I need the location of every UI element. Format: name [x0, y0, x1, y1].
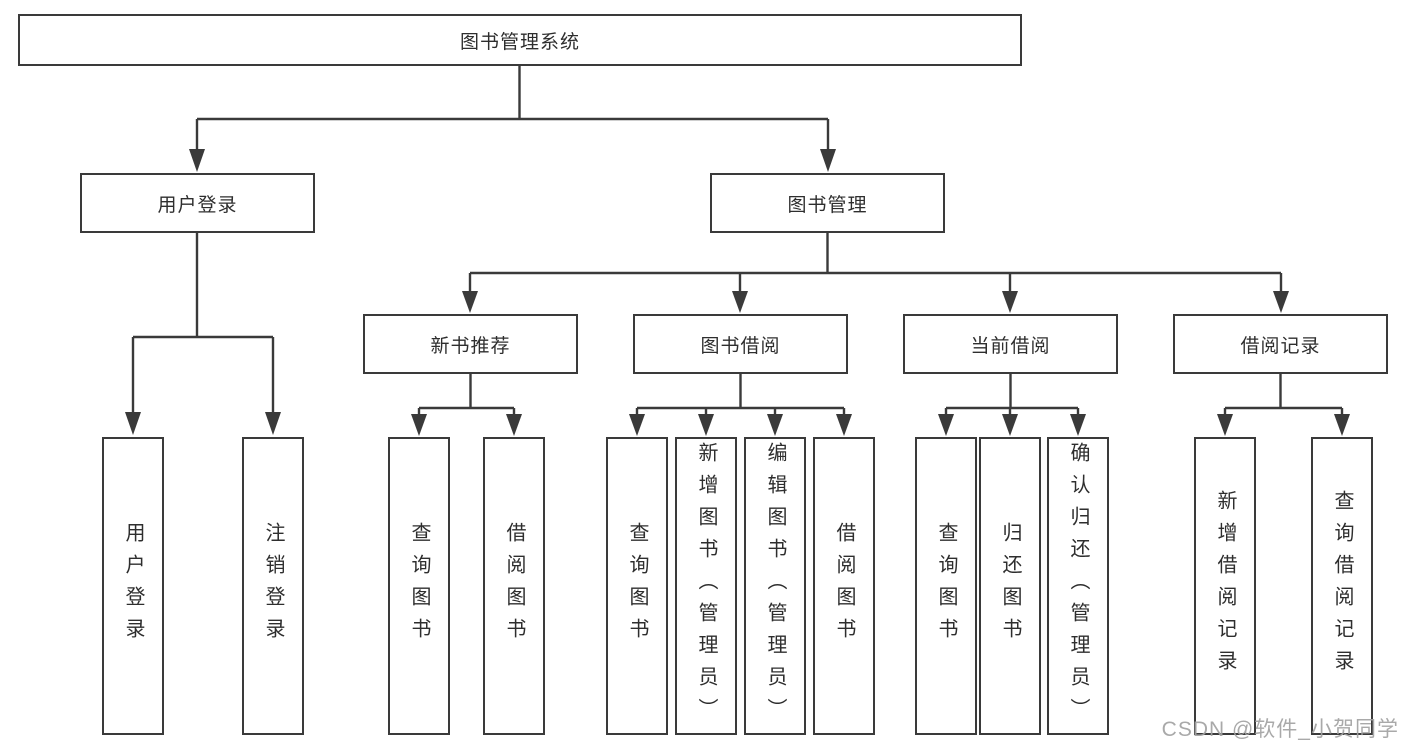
leaf-label: 查询图书	[408, 522, 430, 650]
leaf-confirm-return-admin: 确认归还（管理员）	[1047, 437, 1109, 735]
node-label: 当前借阅	[970, 335, 1051, 357]
leaf-borrow-books: 借阅图书	[483, 437, 545, 735]
leaf-label: 新增图书（管理员）	[695, 442, 717, 730]
node-book-borrowing: 图书借阅	[633, 314, 848, 374]
node-new-book-recommend: 新书推荐	[363, 314, 578, 374]
node-user-login: 用户登录	[80, 173, 315, 233]
leaf-edit-books-admin: 编辑图书（管理员）	[744, 437, 806, 735]
leaf-query-books: 查询图书	[388, 437, 450, 735]
node-label: 新书推荐	[430, 335, 511, 357]
leaf-add-borrow-record: 新增借阅记录	[1194, 437, 1256, 735]
leaf-label: 确认归还（管理员）	[1067, 442, 1089, 730]
csdn-watermark: CSDN @软件_小贺同学	[1161, 718, 1399, 741]
leaf-label: 查询图书	[935, 522, 957, 650]
leaf-query-books: 查询图书	[915, 437, 977, 735]
leaf-logout: 注销登录	[242, 437, 304, 735]
leaf-label: 新增借阅记录	[1214, 490, 1236, 682]
leaf-user-login: 用户登录	[102, 437, 164, 735]
leaf-return-books: 归还图书	[979, 437, 1041, 735]
leaf-label: 用户登录	[122, 522, 144, 650]
leaf-label: 查询借阅记录	[1331, 490, 1353, 682]
node-label: 图书管理系统	[459, 31, 580, 53]
node-library-management-system: 图书管理系统	[18, 14, 1022, 66]
leaf-borrow-books: 借阅图书	[813, 437, 875, 735]
arrowheads	[125, 149, 1350, 436]
leaf-add-books-admin: 新增图书（管理员）	[675, 437, 737, 735]
leaf-label: 归还图书	[999, 522, 1021, 650]
node-label: 用户登录	[157, 194, 238, 216]
node-current-borrowing: 当前借阅	[903, 314, 1118, 374]
leaf-label: 借阅图书	[833, 522, 855, 650]
leaf-label: 查询图书	[626, 522, 648, 650]
node-book-management: 图书管理	[710, 173, 945, 233]
node-label: 图书借阅	[700, 335, 781, 357]
leaf-query-borrow-record: 查询借阅记录	[1311, 437, 1373, 735]
leaf-query-books: 查询图书	[606, 437, 668, 735]
leaf-label: 借阅图书	[503, 522, 525, 650]
leaf-label: 注销登录	[262, 522, 284, 650]
node-borrowing-records: 借阅记录	[1173, 314, 1388, 374]
leaf-label: 编辑图书（管理员）	[764, 442, 786, 730]
node-label: 借阅记录	[1240, 335, 1321, 357]
node-label: 图书管理	[787, 194, 868, 216]
